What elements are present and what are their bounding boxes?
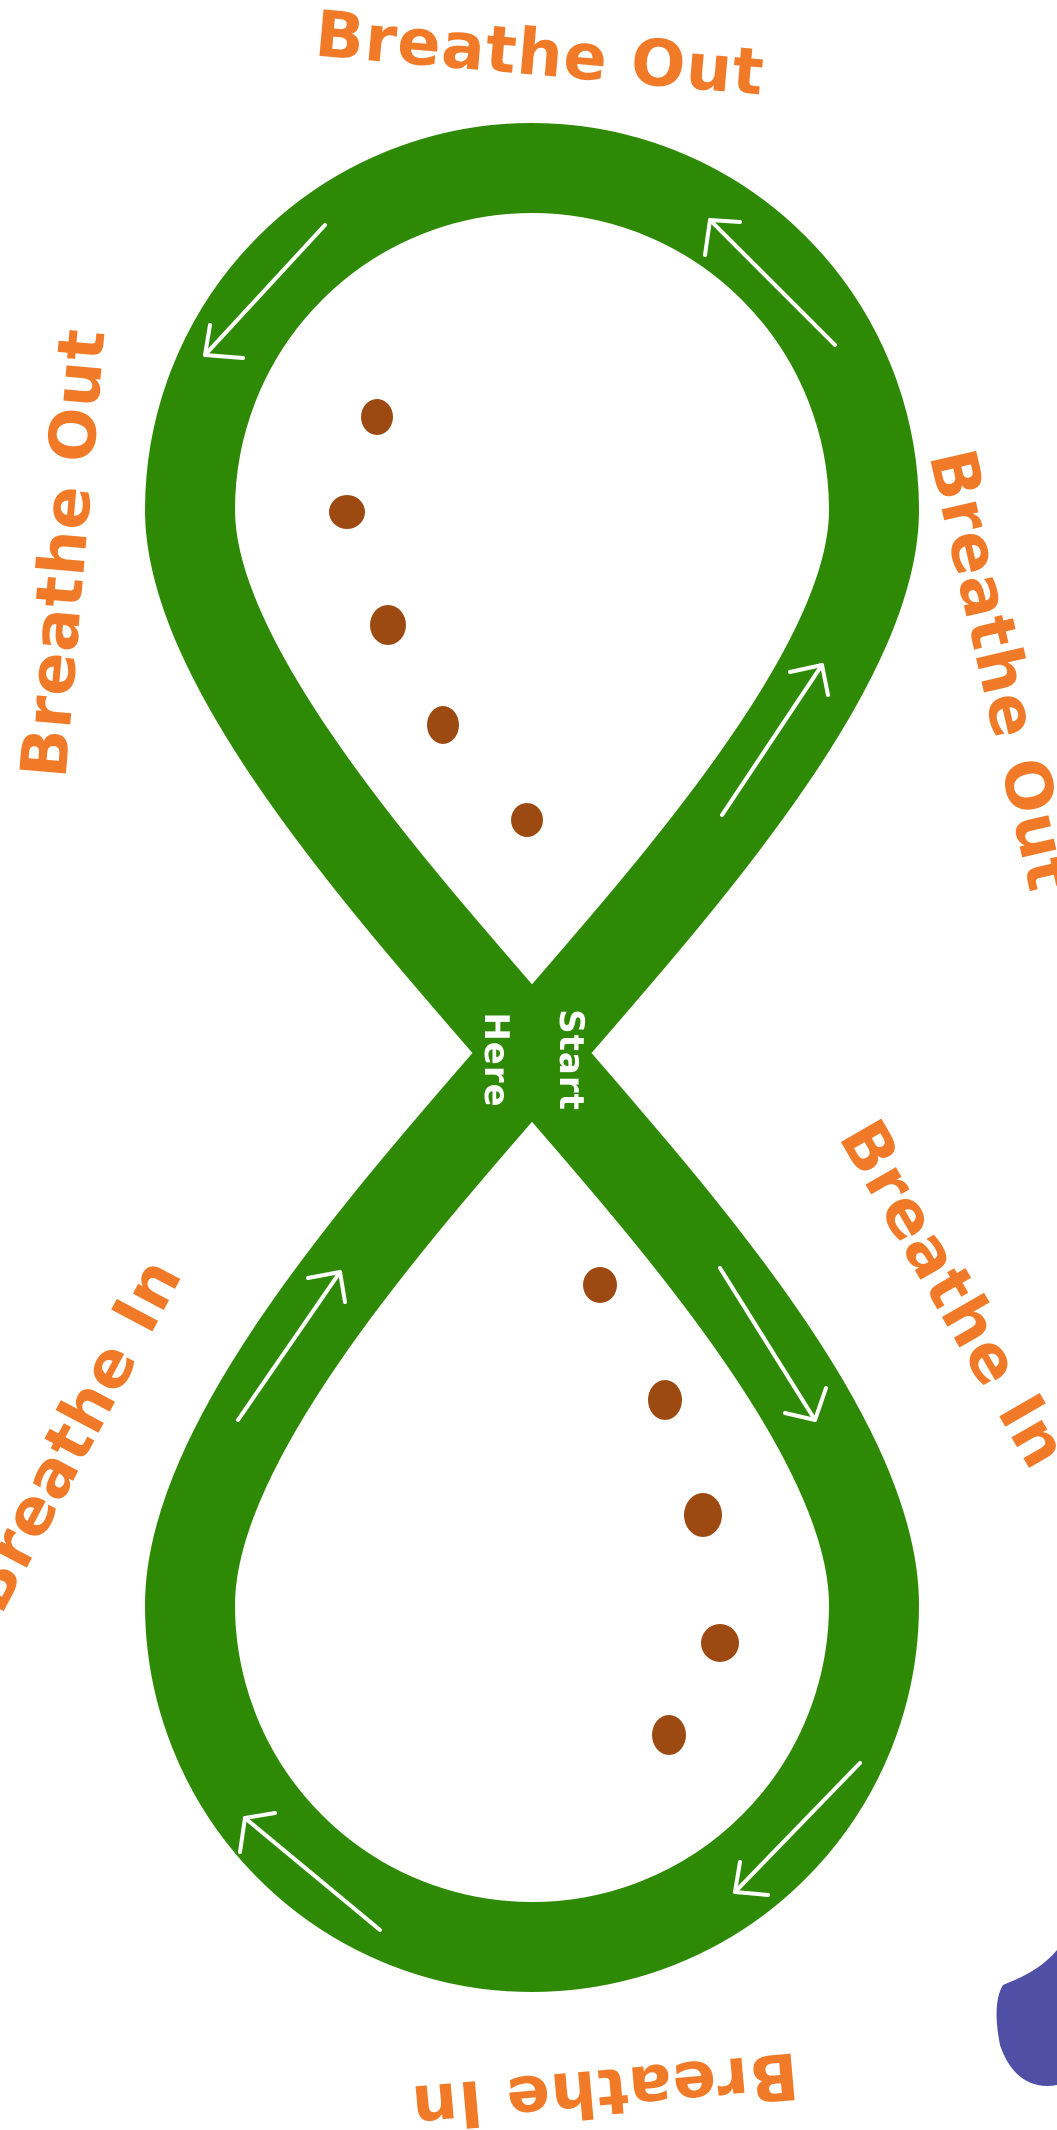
- dot: [329, 495, 365, 529]
- label-bottom: Breathe In: [408, 2037, 801, 2130]
- start-label: Start: [551, 1009, 591, 1111]
- here-label: Here: [476, 1012, 516, 1107]
- dot: [701, 1624, 739, 1662]
- corner-decoration: [997, 1950, 1057, 2086]
- label-top: Breathe Out: [312, 0, 767, 111]
- dot: [652, 1715, 686, 1755]
- upper-dots: [329, 399, 543, 837]
- dot: [361, 399, 393, 435]
- dot: [511, 803, 543, 837]
- label-upper-right: Breathe Out: [914, 443, 1057, 898]
- dot: [427, 706, 459, 744]
- dot: [648, 1380, 682, 1420]
- dot: [684, 1493, 722, 1537]
- dot: [370, 605, 406, 645]
- label-upper-left: Breathe Out: [8, 326, 121, 781]
- figure-eight-track: [190, 168, 874, 1947]
- dot: [583, 1267, 617, 1303]
